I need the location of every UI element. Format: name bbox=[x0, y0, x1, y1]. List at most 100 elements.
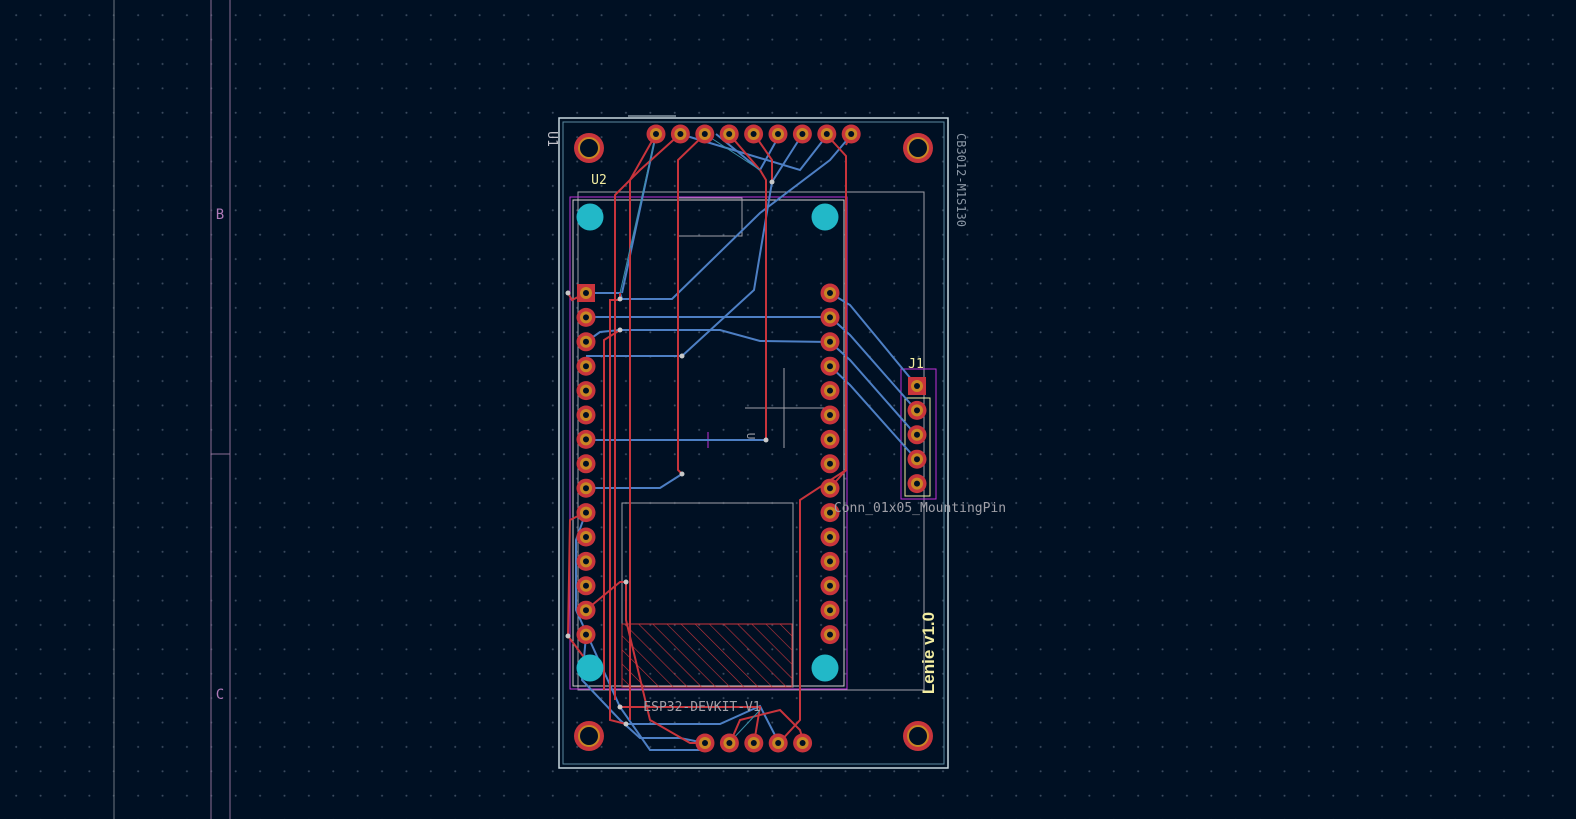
u2-right-pad-row[interactable] bbox=[820, 283, 840, 645]
edge-cuts-outer[interactable] bbox=[558, 117, 949, 769]
b-trace-3[interactable] bbox=[585, 329, 831, 343]
esp32-antenna-outline bbox=[677, 197, 743, 237]
pad-drill bbox=[799, 131, 806, 137]
pad-drill bbox=[750, 740, 757, 746]
value-u2-label: ESP32-DEVKIT-V1 bbox=[643, 700, 760, 715]
pad-drill bbox=[799, 740, 806, 746]
value-j1-label: Conn_01x05_MountingPin bbox=[834, 501, 1006, 516]
pad-drill bbox=[583, 290, 589, 296]
b-trace-4[interactable] bbox=[586, 134, 803, 357]
ref-u2-label: U2 bbox=[591, 173, 607, 188]
pad-drill bbox=[583, 460, 589, 467]
u2-left-pad-row[interactable] bbox=[576, 284, 596, 645]
f-trace-15[interactable] bbox=[620, 706, 762, 744]
pad-drill bbox=[775, 131, 781, 137]
pad-drill bbox=[914, 407, 920, 414]
f-trace-12[interactable] bbox=[625, 582, 705, 744]
f-trace-3[interactable] bbox=[677, 133, 706, 475]
sheet-zone-c-label: C bbox=[216, 687, 224, 703]
pad-drill bbox=[583, 314, 589, 321]
pad-drill bbox=[827, 485, 833, 492]
via[interactable] bbox=[679, 353, 685, 359]
board-title-silkscreen: Lenie v1.0 bbox=[919, 612, 938, 694]
pad-drill bbox=[701, 131, 708, 137]
sheet-frame: B C bbox=[113, 0, 231, 819]
pad-drill bbox=[583, 412, 589, 418]
pad-drill bbox=[702, 740, 708, 746]
b-trace-13[interactable] bbox=[626, 704, 780, 744]
b-trace-6[interactable] bbox=[586, 473, 683, 489]
pad-drill bbox=[583, 631, 589, 638]
via[interactable] bbox=[617, 704, 623, 710]
edge-cuts-inner bbox=[562, 121, 945, 765]
b-trace-7[interactable] bbox=[829, 292, 917, 386]
ref-j1-label: J1 bbox=[908, 357, 924, 372]
silkscreen-labels: U2 J1 U1 ESP32-DEVKIT-V1 Conn_01x05_Moun… bbox=[544, 131, 1006, 715]
via[interactable] bbox=[617, 296, 623, 302]
pad-drill bbox=[827, 631, 833, 638]
pad-drill bbox=[827, 509, 833, 516]
via[interactable] bbox=[623, 579, 629, 585]
pad-drill bbox=[583, 338, 589, 345]
pad-drill bbox=[827, 363, 833, 370]
fab-u1-label: U bbox=[744, 433, 757, 440]
via[interactable] bbox=[679, 471, 685, 477]
via[interactable] bbox=[769, 179, 775, 185]
pad-drill bbox=[827, 558, 833, 565]
pad-drill bbox=[653, 131, 659, 137]
pad-drill bbox=[827, 460, 833, 467]
npth-hole-tl[interactable] bbox=[576, 203, 604, 231]
b-trace-9[interactable] bbox=[829, 341, 917, 436]
via[interactable] bbox=[763, 437, 769, 443]
ratsnest-1 bbox=[619, 133, 657, 294]
fab-outlines bbox=[569, 191, 937, 691]
pad-drill bbox=[827, 412, 833, 418]
keepout-hatched-zone bbox=[621, 623, 793, 688]
f-trace-5[interactable] bbox=[753, 133, 773, 182]
npth-hole-bl[interactable] bbox=[576, 654, 604, 682]
u1-bottom-pad-row[interactable] bbox=[695, 733, 813, 753]
mounting-hole-tl-drill bbox=[578, 137, 600, 159]
pad-drill bbox=[827, 290, 833, 296]
mounting-holes[interactable] bbox=[574, 133, 933, 751]
b-trace-8[interactable] bbox=[829, 316, 917, 411]
pad-drill bbox=[677, 131, 684, 137]
via[interactable] bbox=[565, 633, 571, 639]
f-trace-9[interactable] bbox=[603, 329, 621, 690]
pad-drill bbox=[914, 431, 920, 438]
u2-npth-holes[interactable] bbox=[576, 203, 839, 682]
u1-top-pad-row[interactable] bbox=[646, 124, 861, 144]
j1-pad-row[interactable] bbox=[907, 377, 927, 494]
pad-drill bbox=[848, 131, 855, 137]
pad-drill bbox=[823, 131, 830, 137]
npth-hole-tr[interactable] bbox=[811, 203, 839, 231]
pad-drill bbox=[583, 387, 589, 394]
pad-drill bbox=[914, 456, 920, 463]
j1-courtyard bbox=[900, 368, 937, 500]
pad-drill bbox=[827, 387, 833, 394]
pad-drill bbox=[583, 582, 589, 589]
ratsnest-2 bbox=[704, 133, 761, 171]
b-trace-10[interactable] bbox=[829, 365, 917, 460]
pad-drill bbox=[583, 558, 589, 565]
mounting-hole-tr-drill bbox=[907, 137, 929, 159]
pad-drill bbox=[827, 314, 833, 321]
vias[interactable] bbox=[565, 179, 775, 727]
via[interactable] bbox=[623, 721, 629, 727]
f-trace-4[interactable] bbox=[728, 133, 767, 440]
f-trace-2[interactable] bbox=[614, 133, 681, 700]
pad-drill bbox=[827, 607, 833, 614]
front-copper-traces[interactable] bbox=[566, 133, 852, 744]
board-outline[interactable] bbox=[558, 115, 949, 769]
via[interactable] bbox=[565, 290, 571, 296]
pad-drill bbox=[827, 338, 833, 345]
pad-drill bbox=[583, 485, 589, 492]
pad-drill bbox=[583, 509, 589, 516]
npth-hole-br[interactable] bbox=[811, 654, 839, 682]
mounting-hole-br-drill bbox=[907, 725, 929, 747]
pad-drill bbox=[583, 436, 589, 443]
via[interactable] bbox=[617, 327, 623, 333]
b-trace-16[interactable] bbox=[679, 133, 829, 172]
